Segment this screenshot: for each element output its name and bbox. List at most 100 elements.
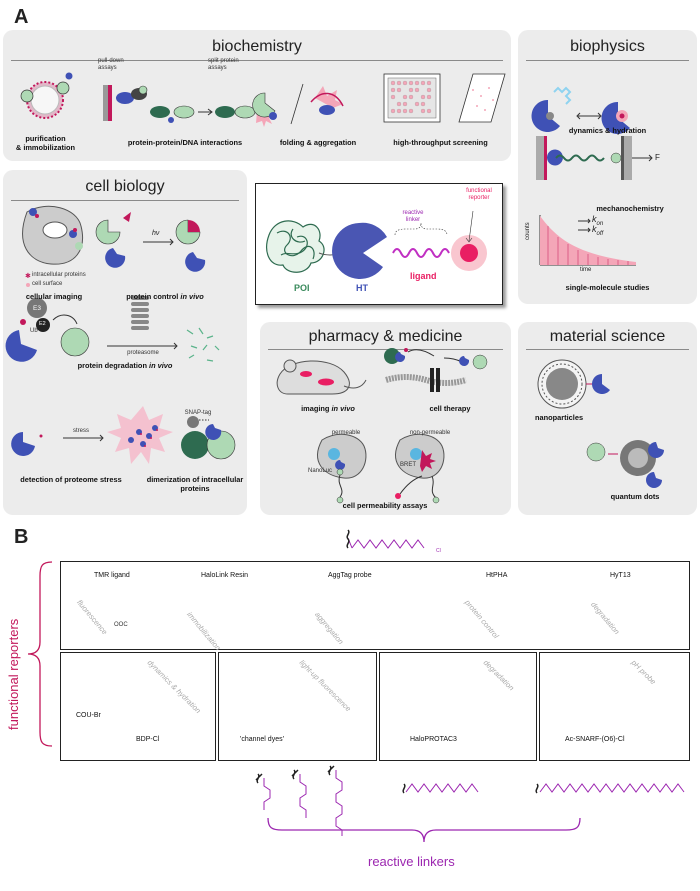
biophysics-title: biophysics bbox=[570, 38, 645, 55]
box-channel-dyes bbox=[218, 652, 377, 761]
divider bbox=[268, 349, 503, 350]
non-permeable-label: non-permeable bbox=[409, 430, 451, 436]
tmr-coo-label: OOC bbox=[114, 622, 128, 628]
box-cou-bdp bbox=[60, 652, 216, 761]
split-label: split protein assays bbox=[208, 58, 239, 71]
reporter-label: functional reporter bbox=[466, 188, 492, 201]
cellular-imaging-label: cellular imaging bbox=[25, 292, 83, 301]
divider bbox=[526, 60, 689, 61]
snarf-name: Ac-SNARF-(O6)-Cl bbox=[565, 736, 625, 743]
protein-control-icon bbox=[95, 212, 206, 272]
hydration-icon bbox=[531, 86, 630, 134]
dynamics-label: dynamics & hydration bbox=[568, 126, 647, 135]
bdp-cl-name: BDP-Cl bbox=[136, 736, 160, 743]
bret-label: BRET bbox=[399, 462, 416, 468]
box-snarf bbox=[539, 652, 690, 761]
protein-degradation-label: protein degradation in vivo bbox=[77, 361, 173, 370]
material-science-title: material science bbox=[549, 328, 666, 345]
poi-label: POI bbox=[294, 283, 310, 293]
force-label: F bbox=[655, 153, 660, 162]
permeability-icon bbox=[317, 433, 445, 504]
proteasome-label: proteasome bbox=[127, 350, 159, 356]
cell-therapy-icon bbox=[384, 348, 488, 392]
hv-label: hν bbox=[152, 230, 160, 237]
aggtag-name: AggTag probe bbox=[328, 572, 372, 579]
mechanochemistry-icon bbox=[536, 136, 653, 180]
cell-permeability-label: cell permeability assays bbox=[342, 501, 428, 510]
biochemistry-title: biochemistry bbox=[212, 38, 302, 55]
nanoparticle-icon bbox=[537, 359, 610, 409]
mechanochemistry-label: mechanochemistry bbox=[596, 204, 664, 213]
linker-icon bbox=[392, 248, 450, 258]
material-illustrations bbox=[537, 359, 664, 488]
mouse-icon bbox=[276, 359, 367, 395]
folding-icon bbox=[252, 83, 344, 125]
htpha-name: HtPHA bbox=[486, 572, 508, 579]
biophysics-illustrations bbox=[531, 86, 653, 266]
surface-label: cell surface bbox=[32, 281, 63, 287]
cou-br-name: COU-Br bbox=[76, 712, 101, 719]
halolink-name: HaloLink Resin bbox=[201, 572, 249, 579]
biochemistry-illustrations bbox=[20, 72, 506, 127]
top-linker-cl: Cl bbox=[436, 548, 441, 554]
pharmacy-title: pharmacy & medicine bbox=[308, 328, 463, 345]
dimerization-label: dimerization of intracellular proteins bbox=[146, 475, 244, 493]
nanoluc-label: NanoLuc bbox=[307, 468, 333, 474]
pharmacy-illustrations bbox=[276, 348, 488, 504]
imaging-in-vivo-label: imaging in vivo bbox=[301, 404, 355, 413]
top-reporter-box bbox=[60, 561, 690, 650]
cell-biology-illustrations: ✱ bbox=[5, 205, 236, 464]
pulldown-icon bbox=[103, 85, 148, 121]
bead-icon bbox=[20, 72, 73, 119]
ht-icon bbox=[332, 222, 387, 279]
stress-label: stress bbox=[72, 428, 89, 434]
pulldown-label: pull-down assays bbox=[98, 58, 124, 71]
single-molecule-label: single-molecule studies bbox=[565, 283, 650, 292]
dimerization-icon bbox=[181, 416, 236, 460]
channel-dyes-name: 'channel dyes' bbox=[240, 736, 284, 743]
divider bbox=[526, 349, 689, 350]
functional-reporters-label: functional reporters bbox=[6, 618, 21, 730]
degradation-icon bbox=[5, 296, 220, 362]
ub-label: Ub bbox=[30, 328, 38, 334]
cell-therapy-label: cell therapy bbox=[429, 404, 471, 413]
tmr-ligand-name: TMR ligand bbox=[94, 572, 130, 579]
haloprotac-name: HaloPROTAC3 bbox=[410, 736, 457, 743]
ligand-label: ligand bbox=[410, 271, 437, 281]
section-label-a: A bbox=[14, 6, 29, 28]
reporter-icon bbox=[460, 244, 478, 262]
hyt13-name: HyT13 bbox=[610, 572, 631, 579]
proteome-stress-label: detection of proteome stress bbox=[20, 475, 122, 484]
quantum-dot-icon bbox=[586, 440, 664, 488]
halotag-diagram bbox=[266, 210, 487, 279]
section-label-b: B bbox=[14, 526, 29, 548]
svg-text:✱: ✱ bbox=[25, 272, 31, 280]
quantum-dots-label: quantum dots bbox=[610, 492, 660, 501]
e3-label: E3 bbox=[33, 305, 41, 312]
box-haloprotac bbox=[379, 652, 537, 761]
snap-tag-label: SNAP-tag bbox=[184, 410, 212, 416]
divider bbox=[11, 200, 239, 201]
cell-biology-title: cell biology bbox=[85, 178, 165, 195]
nanoparticles-label: nanoparticles bbox=[535, 413, 584, 422]
cell-icon bbox=[22, 205, 83, 265]
hts-label: high-throughput screening bbox=[393, 138, 488, 147]
protein-control-label: protein control in vivo bbox=[126, 292, 204, 301]
kon-label: kon bbox=[592, 214, 604, 227]
reactive-linkers-label: reactive linkers bbox=[368, 854, 455, 869]
koff-label: koff bbox=[592, 224, 604, 237]
e2-label: E2 bbox=[39, 321, 46, 327]
material-science-panel: material science bbox=[518, 322, 697, 515]
folding-label: folding & aggregation bbox=[279, 138, 357, 147]
purification-label: purification & immobilization bbox=[15, 134, 76, 152]
poi-icon bbox=[266, 220, 325, 273]
plate-icon bbox=[383, 73, 506, 123]
intracellular-label: intracellular proteins bbox=[32, 272, 86, 278]
permeable-label: permeable bbox=[331, 430, 361, 436]
ht-label: HT bbox=[356, 283, 368, 293]
linker-label: reactive linker bbox=[402, 210, 424, 223]
stress-icon bbox=[11, 406, 173, 464]
time-label: time bbox=[580, 267, 592, 273]
divider bbox=[11, 60, 503, 61]
decay-plot bbox=[539, 215, 636, 266]
